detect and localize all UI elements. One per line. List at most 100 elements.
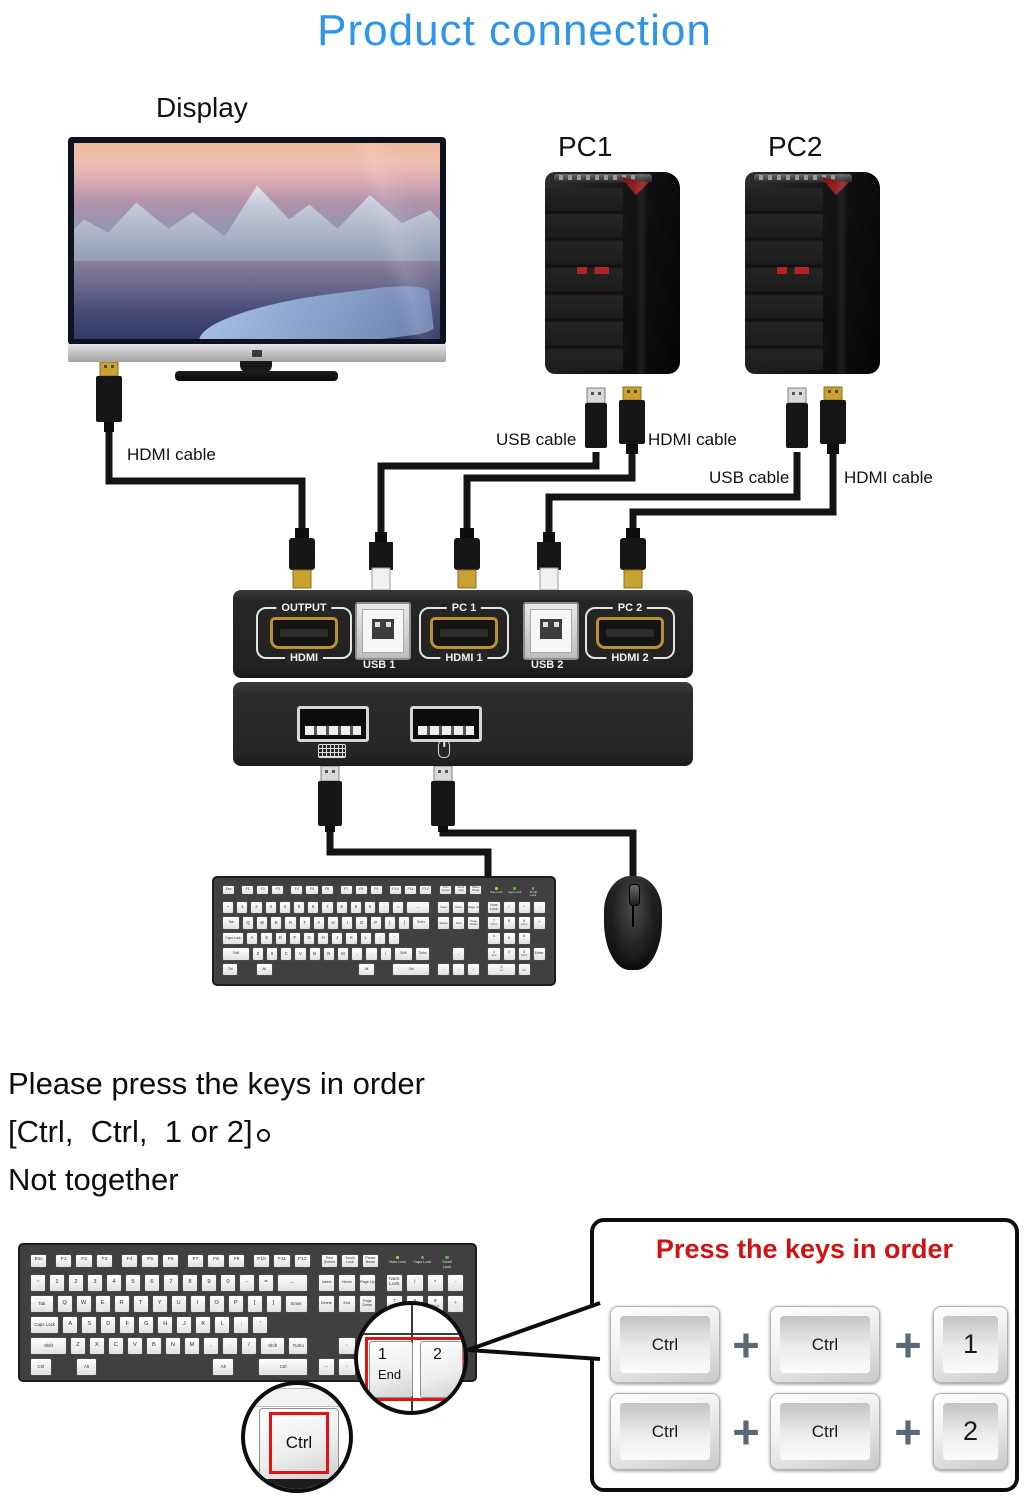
red-highlight-box — [365, 1337, 464, 1401]
key: [ — [246, 1295, 263, 1314]
key: 3 — [264, 900, 277, 915]
key: H — [157, 1316, 174, 1335]
key: F12 — [293, 1254, 312, 1268]
key: 8 — [335, 900, 348, 915]
pc2-tower — [745, 172, 880, 374]
key: F12 — [419, 885, 433, 896]
key: 7 — [163, 1274, 179, 1293]
key: 8↑ — [502, 916, 516, 930]
cable-display-hdmi — [105, 428, 306, 540]
led-dot — [420, 1256, 424, 1260]
cable-label-pc1-hdmi: HDMI cable — [648, 430, 737, 449]
numkey-sub: → — [522, 938, 526, 942]
cable-label-pc2-hdmi: HDMI cable — [844, 468, 933, 487]
pc-vents — [558, 175, 640, 180]
port-label-hdmi2: HDMI 2 — [606, 652, 654, 664]
key: N — [164, 1337, 181, 1356]
key: 9 — [349, 900, 362, 915]
key: [ — [383, 916, 396, 930]
key: * — [517, 900, 531, 915]
numkey-main: Num Lock — [490, 902, 498, 911]
key-row: ←↓→ — [437, 962, 481, 977]
key: Enter — [532, 947, 546, 961]
key: ] — [265, 1295, 282, 1314]
plus-sign: + — [894, 1405, 922, 1458]
key: 4 — [106, 1274, 122, 1293]
keycap-label: Ctrl — [780, 1403, 870, 1460]
display-monitor — [68, 137, 446, 345]
led-dot — [495, 887, 498, 890]
key: F4 — [290, 885, 304, 896]
cable-label-pc1-usb: USB cable — [496, 430, 577, 449]
key: Pause Break — [361, 1254, 380, 1268]
mouse-wheel — [628, 884, 640, 907]
key: Esc — [30, 1254, 48, 1268]
numkey-main: 9 — [433, 1298, 437, 1304]
key: F9 — [227, 1254, 246, 1268]
keycap-ctrl: Ctrl — [770, 1393, 880, 1470]
key: / — [502, 900, 516, 915]
key: A — [246, 931, 259, 946]
numkey-main: 8 — [508, 918, 511, 923]
key: 4 — [278, 900, 291, 915]
led-dot — [513, 887, 516, 890]
key: Page Down — [358, 1295, 377, 1314]
key: S — [260, 931, 273, 946]
key: D — [274, 931, 287, 946]
key: → — [467, 962, 481, 977]
key: End — [452, 916, 466, 930]
key: F4 — [120, 1254, 139, 1268]
key: Turbo — [414, 947, 431, 961]
numkey-main: 7 — [492, 918, 496, 923]
key: W — [256, 916, 269, 930]
key: 2 — [250, 900, 263, 915]
port-group-pc2: PC 2 HDMI 2 — [585, 602, 675, 664]
key: / — [379, 947, 392, 961]
key: ← — [406, 900, 430, 915]
numkey-main: 0 — [500, 965, 503, 970]
pc2-label: PC2 — [768, 131, 823, 162]
key: E — [94, 1295, 111, 1314]
usb-plug-pc2 — [786, 387, 808, 448]
mouse-usb-port — [410, 706, 482, 742]
display-stand-base — [175, 371, 338, 381]
instruction-line1: Please press the keys in order — [8, 1066, 425, 1101]
numkey-sub: ↓ — [508, 953, 510, 957]
numkey-sub: Home — [490, 922, 498, 926]
mouse-icon — [438, 740, 450, 758]
display-screen — [74, 143, 440, 339]
key: A — [62, 1316, 79, 1335]
instruction-line2: [Ctrl, Ctrl, 1 or 2] — [8, 1114, 253, 1149]
fn-group: Esc — [222, 885, 236, 896]
numkey-sub: End — [491, 953, 497, 957]
key: K — [345, 931, 358, 946]
led-label: Num Lock — [389, 1260, 407, 1265]
key: . — [221, 1337, 238, 1356]
key: F1 — [54, 1254, 73, 1268]
usb1-port — [355, 602, 411, 660]
port-label-pc2: PC 2 — [612, 602, 648, 614]
port-group-pc1: PC 1 HDMI 1 — [419, 602, 509, 664]
key: H — [317, 931, 330, 946]
display-stand-neck — [240, 361, 272, 373]
key: Delete — [317, 1295, 336, 1314]
key: P — [369, 916, 382, 930]
display-logo — [252, 350, 262, 357]
numkey-main: Num Lock — [389, 1277, 400, 1288]
key: Page Down — [467, 916, 481, 930]
key: ~ — [30, 1274, 46, 1293]
pc-logo — [777, 266, 810, 274]
key: R — [284, 916, 297, 930]
key: ' — [252, 1316, 269, 1335]
